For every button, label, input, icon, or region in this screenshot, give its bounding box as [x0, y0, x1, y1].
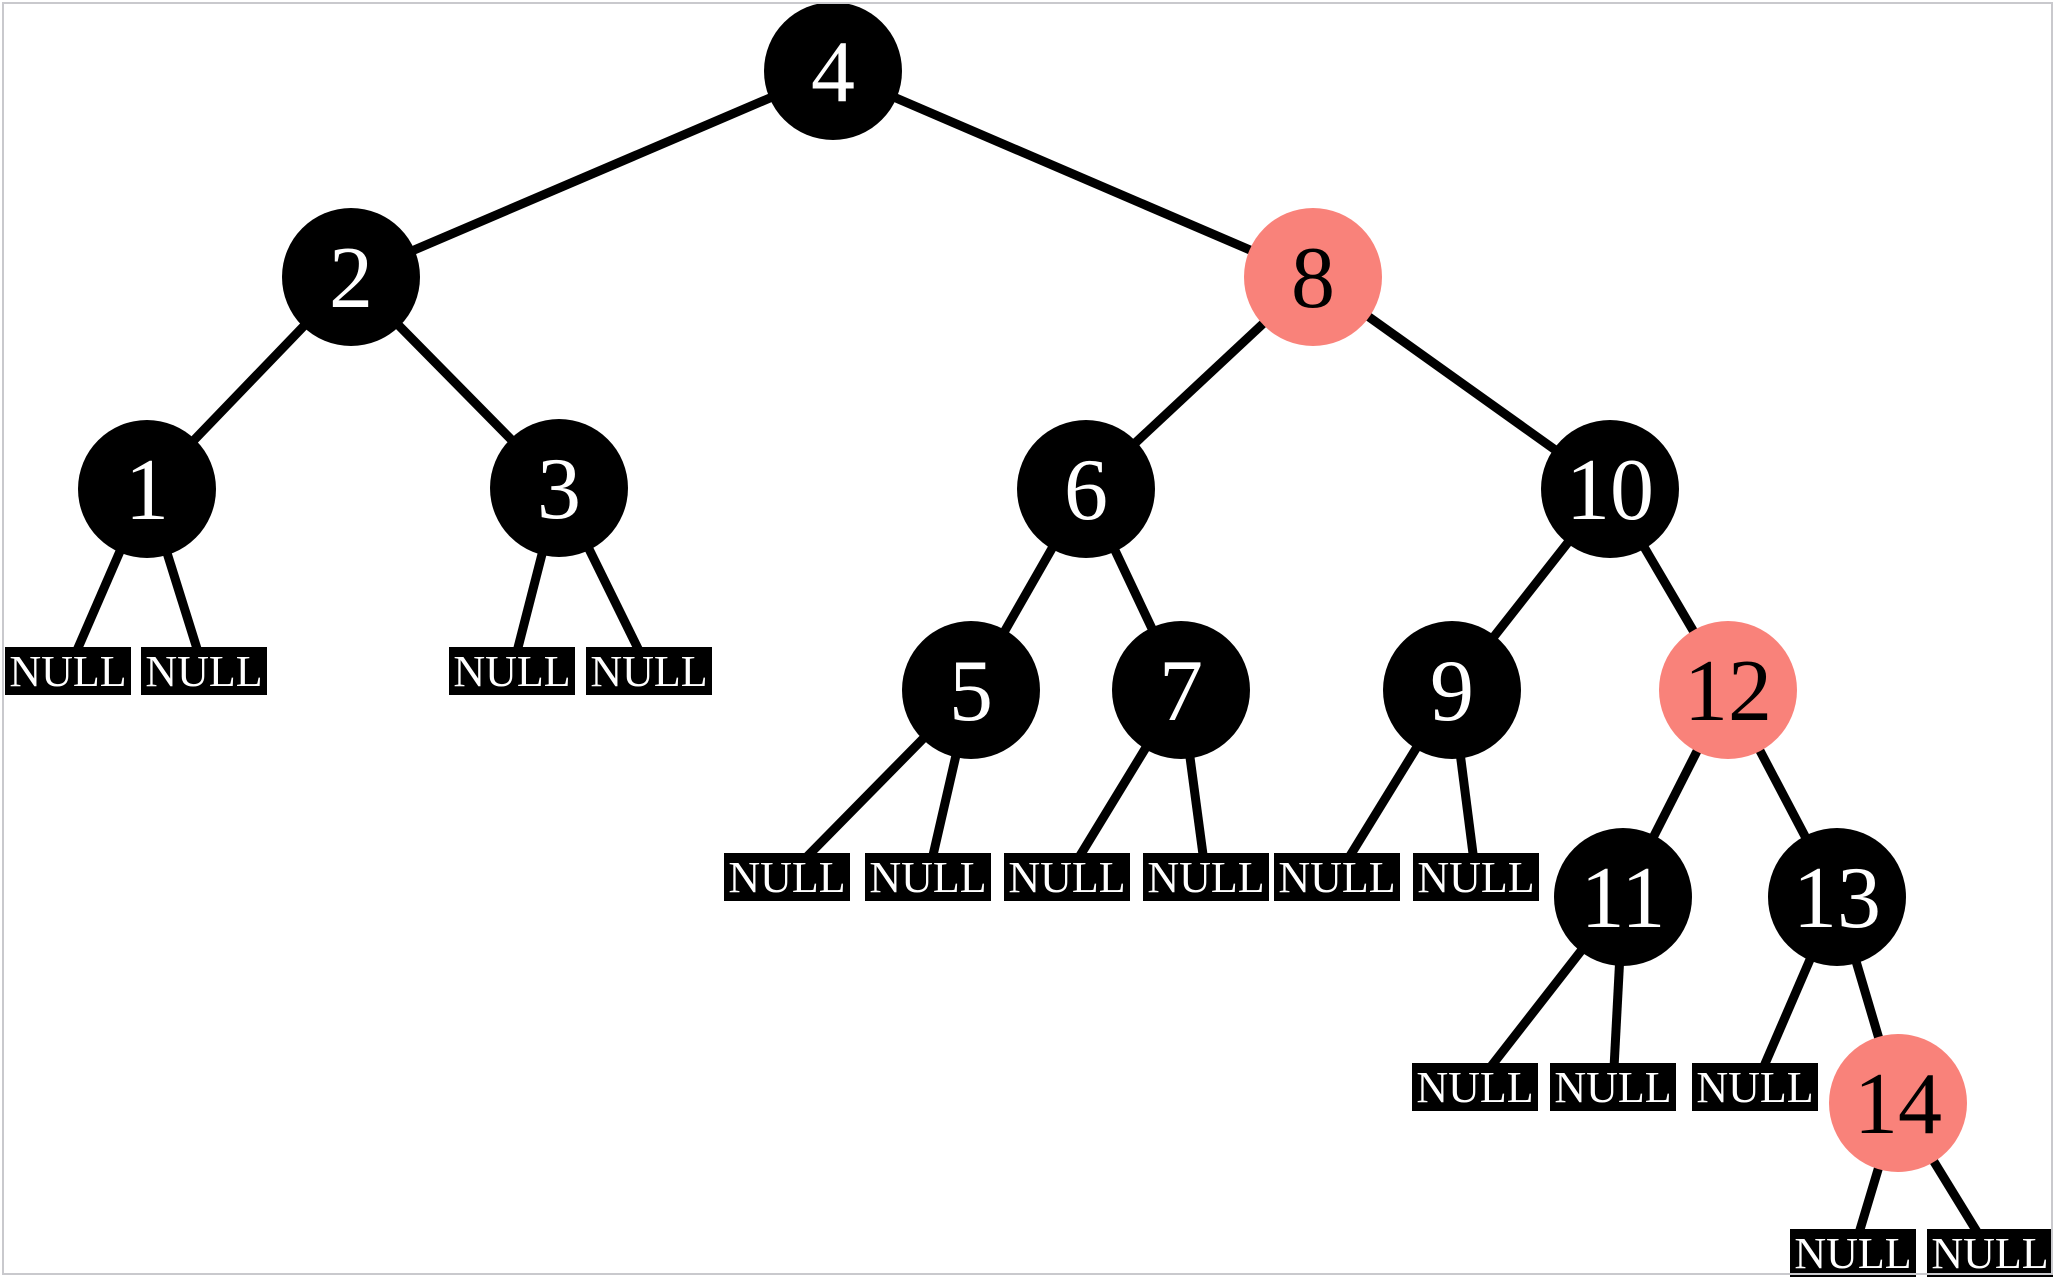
- null-leaf-label: NULL: [1554, 1063, 1671, 1112]
- tree-node-label-8: 8: [1291, 230, 1335, 327]
- tree-node-label-11: 11: [1581, 850, 1666, 947]
- null-leaf-label: NULL: [1147, 853, 1264, 902]
- null-leaf-box: [1412, 1063, 1538, 1111]
- null-leaf-box: [1274, 853, 1400, 901]
- tree-node-1-black: [78, 420, 216, 558]
- tree-node-8-red: [1244, 208, 1382, 346]
- tree-node-13-black: [1768, 828, 1906, 966]
- null-leaf-box: [141, 647, 267, 695]
- tree-node-label-3: 3: [537, 441, 581, 538]
- null-leaf-box: [1550, 1063, 1676, 1111]
- tree-node-label-9: 9: [1430, 643, 1474, 740]
- edge-4-8: [831, 66, 1315, 282]
- null-leaf-label: NULL: [145, 647, 262, 696]
- null-leaf-label: NULL: [1008, 853, 1125, 902]
- null-leaf-box: [1790, 1229, 1916, 1277]
- tree-node-label-12: 12: [1684, 643, 1772, 740]
- null-leaf-label: NULL: [728, 853, 845, 902]
- null-leaf-box: [1143, 853, 1269, 901]
- tree-node-label-14: 14: [1854, 1056, 1942, 1153]
- null-leaf-box: [1413, 853, 1539, 901]
- null-leaf-box: [724, 853, 850, 901]
- tree-node-4-black: [764, 2, 902, 140]
- tree-node-6-black: [1017, 420, 1155, 558]
- tree-node-label-10: 10: [1566, 442, 1654, 539]
- null-leaf-box: [586, 647, 712, 695]
- null-leaf-label: NULL: [1417, 853, 1534, 902]
- tree-node-11-black: [1554, 828, 1692, 966]
- null-leaf-box: [5, 647, 131, 695]
- tree-node-label-5: 5: [949, 643, 993, 740]
- tree-node-label-4: 4: [811, 24, 855, 121]
- null-leaf-label: NULL: [1278, 853, 1395, 902]
- tree-node-label-6: 6: [1064, 442, 1108, 539]
- tree-node-10-black: [1541, 420, 1679, 558]
- tree-node-label-1: 1: [125, 442, 169, 539]
- tree-node-3-black: [490, 419, 628, 557]
- tree-node-7-black: [1112, 621, 1250, 759]
- null-leaf-label: NULL: [1416, 1063, 1533, 1112]
- edge-4-2: [349, 66, 835, 282]
- tree-node-label-2: 2: [329, 230, 373, 327]
- null-leaf-box: [1004, 853, 1130, 901]
- null-leaf-box: [1927, 1229, 2053, 1277]
- null-leaf-label: NULL: [1794, 1229, 1911, 1277]
- null-leaf-box: [1692, 1063, 1818, 1111]
- tree-node-2-black: [282, 208, 420, 346]
- tree-node-9-black: [1383, 621, 1521, 759]
- null-leaf-label: NULL: [1696, 1063, 1813, 1112]
- null-leaf-label: NULL: [9, 647, 126, 696]
- null-leaf-label: NULL: [1931, 1229, 2048, 1277]
- tree-node-14-red: [1829, 1034, 1967, 1172]
- tree-node-12-red: [1659, 621, 1797, 759]
- null-leaf-label: NULL: [453, 647, 570, 696]
- null-leaf-box: [449, 647, 575, 695]
- tree-node-label-13: 13: [1793, 850, 1881, 947]
- null-leaf-box: [865, 853, 991, 901]
- tree-node-label-7: 7: [1159, 643, 1203, 740]
- null-leaf-label: NULL: [869, 853, 986, 902]
- null-leaf-label: NULL: [590, 647, 707, 696]
- tree-node-5-black: [902, 621, 1040, 759]
